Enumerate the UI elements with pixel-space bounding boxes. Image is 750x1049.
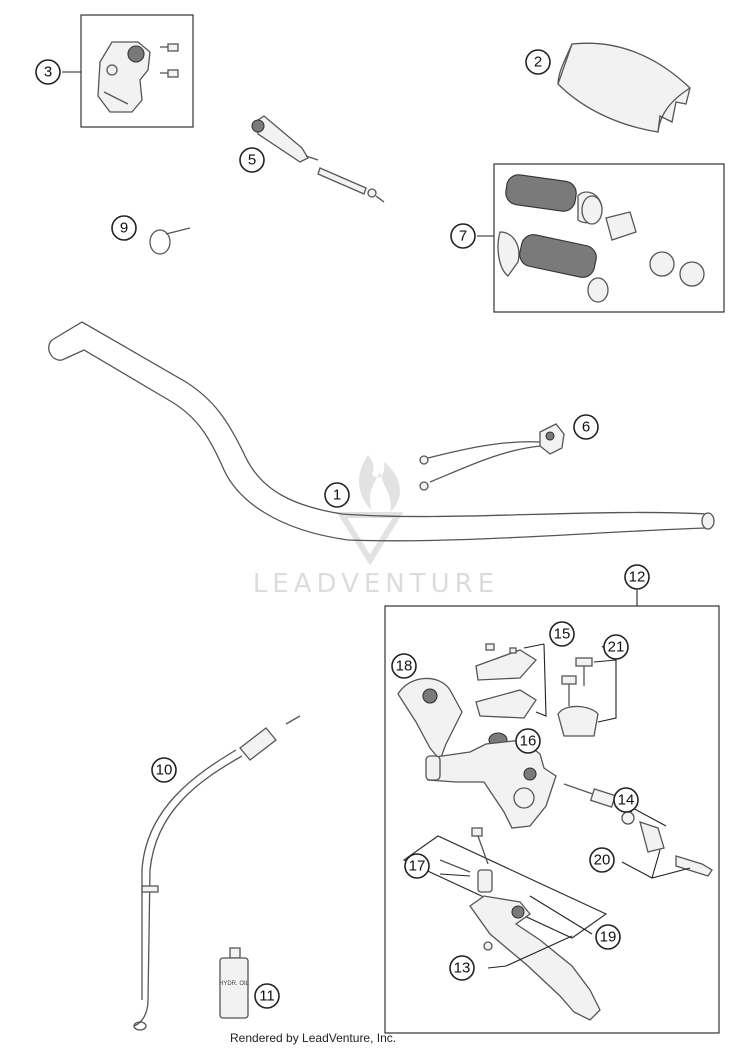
watermark-text: LEADVENTURE	[253, 569, 499, 599]
svg-text:21: 21	[608, 639, 625, 656]
part-21-bolts	[557, 657, 599, 737]
callout-19: 19	[595, 924, 621, 950]
svg-text:20: 20	[594, 852, 611, 869]
svg-text:19: 19	[600, 929, 617, 946]
callout-18: 18	[391, 653, 417, 679]
svg-text:11: 11	[259, 988, 275, 1005]
svg-text:2: 2	[534, 54, 542, 71]
part-2-bar-pad	[557, 42, 691, 133]
callout-14: 14	[613, 787, 639, 813]
part-5-cable	[251, 115, 385, 203]
svg-text:1: 1	[333, 487, 341, 504]
svg-text:15: 15	[554, 626, 571, 643]
svg-text:13: 13	[454, 960, 471, 977]
part-14-piston	[563, 783, 665, 853]
callout-9: 9	[111, 215, 137, 241]
part-10-hose	[133, 715, 301, 1031]
part-1-handlebar	[48, 321, 715, 542]
master-cylinder-body	[425, 739, 557, 829]
part-6-switch	[419, 423, 565, 491]
svg-text:10: 10	[156, 762, 173, 779]
svg-text:7: 7	[459, 228, 467, 245]
svg-text:6: 6	[582, 419, 590, 436]
part-17-spring	[439, 827, 493, 893]
part-18-clamp	[397, 677, 463, 762]
callout-3: 3	[35, 59, 61, 85]
part-12-frame	[384, 605, 720, 1034]
svg-text:9: 9	[120, 220, 128, 237]
svg-text:14: 14	[618, 792, 635, 809]
callout-5: 5	[239, 147, 265, 173]
leadventure-watermark: LEADVENTURE	[253, 455, 499, 599]
svg-text:16: 16	[520, 733, 537, 750]
svg-text:3: 3	[44, 64, 52, 81]
svg-text:5: 5	[248, 152, 256, 169]
oil-bottle-label: HYDR. OIL	[219, 981, 250, 987]
footer-credit: Rendered by LeadVenture, Inc.	[230, 1031, 397, 1045]
part-13-lever	[469, 895, 601, 1021]
svg-text:18: 18	[396, 658, 413, 675]
part-3-switch	[97, 41, 179, 113]
svg-text:12: 12	[629, 569, 646, 586]
part-15-reservoir-cover	[475, 643, 537, 719]
callout-15: 15	[549, 621, 575, 647]
callout-12: 12	[624, 564, 650, 590]
callout-21: 21	[603, 634, 629, 660]
callout-13: 13	[449, 955, 475, 981]
callout-20: 20	[589, 847, 615, 873]
callout-1: 1	[324, 482, 350, 508]
part-11-oil-bottle: HYDR. OIL	[219, 947, 250, 1019]
part-20-pushrod	[675, 855, 713, 877]
callout-10: 10	[151, 757, 177, 783]
callout-16: 16	[515, 728, 541, 754]
callout-2: 2	[525, 49, 551, 75]
part-3-frame	[80, 14, 194, 128]
part-7-frame	[493, 163, 725, 313]
callout-11: 11	[254, 983, 280, 1009]
callout-6: 6	[573, 414, 599, 440]
part-9-cable-tie	[149, 227, 191, 255]
callout-7: 7	[450, 223, 476, 249]
svg-text:17: 17	[409, 858, 426, 875]
callout-17: 17	[404, 853, 430, 879]
part-7-grips	[497, 174, 705, 303]
